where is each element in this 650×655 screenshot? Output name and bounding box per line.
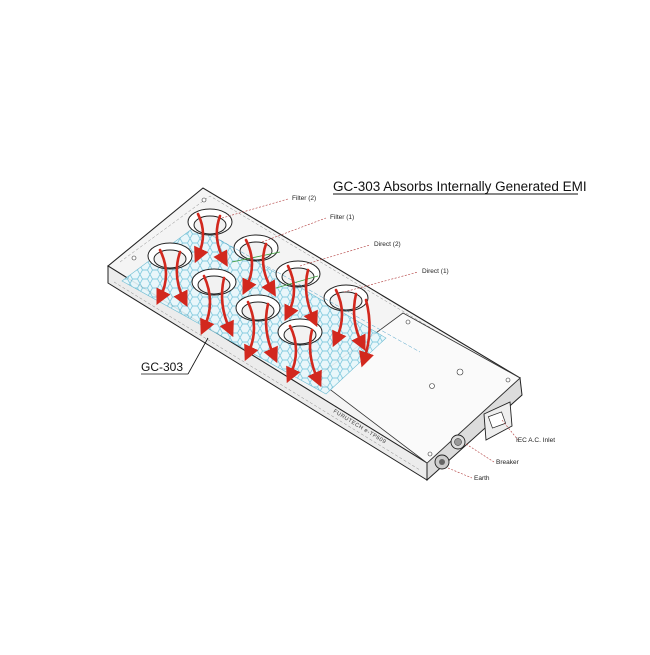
emi-arrow [213, 214, 228, 267]
panel-indicators [131, 197, 511, 457]
green-wire-2 [275, 275, 319, 289]
emi-arrow [263, 302, 278, 364]
emi-arrow [219, 276, 234, 338]
screw-icon [505, 377, 511, 383]
leader-lines [221, 198, 519, 479]
outlet-7 [235, 294, 281, 322]
earth-terminal [434, 454, 450, 470]
emi-arrow [332, 288, 347, 348]
emi-arrow [284, 264, 299, 321]
emi-arrows [156, 212, 374, 388]
outlet-6 [191, 268, 237, 296]
emi-arrow [244, 300, 259, 362]
hidden-edge [119, 195, 509, 375]
screw-icon [405, 319, 411, 325]
outlet-4 [323, 284, 369, 312]
emi-arrow [286, 324, 301, 384]
emi-arrow [261, 242, 276, 297]
breaker-switch [450, 434, 466, 450]
emi-arrow [200, 274, 215, 336]
emi-arrow [173, 250, 188, 307]
screw-icon [131, 255, 137, 261]
emi-arrow [359, 298, 374, 368]
emi-arrow [194, 212, 209, 264]
outlet-8 [277, 318, 323, 346]
outlet-5 [147, 242, 193, 270]
screw-icon [201, 197, 207, 203]
callout-breaker: Breaker [496, 459, 520, 466]
callout-direct-2: Direct (2) [374, 241, 401, 248]
emi-arrow [307, 328, 322, 388]
iec-inlet [483, 401, 513, 441]
callout-filter-2: Filter (2) [292, 195, 316, 202]
emi-arrow [351, 292, 366, 351]
emi-arrow [303, 268, 318, 328]
diagram-title: GC-303 Absorbs Internally Generated EMI [333, 179, 587, 194]
gc303-leader [187, 337, 209, 375]
emi-arrow [242, 238, 257, 295]
dashed-wire [219, 239, 421, 353]
callout-iec-inlet: IEC A.C. Inlet [516, 437, 555, 444]
callout-filter-1: Filter (1) [330, 214, 354, 221]
outlet-3 [275, 260, 321, 288]
outlet-1 [187, 208, 233, 236]
indicator-led-icon [429, 383, 435, 389]
callout-direct-1: Direct (1) [422, 268, 449, 275]
emi-arrow [156, 248, 171, 305]
green-wire-1 [231, 251, 281, 263]
gc303-label: GC-303 [141, 360, 183, 374]
indicator-led-icon [456, 368, 464, 376]
screw-icon [427, 451, 433, 457]
callout-earth: Earth [474, 475, 490, 482]
